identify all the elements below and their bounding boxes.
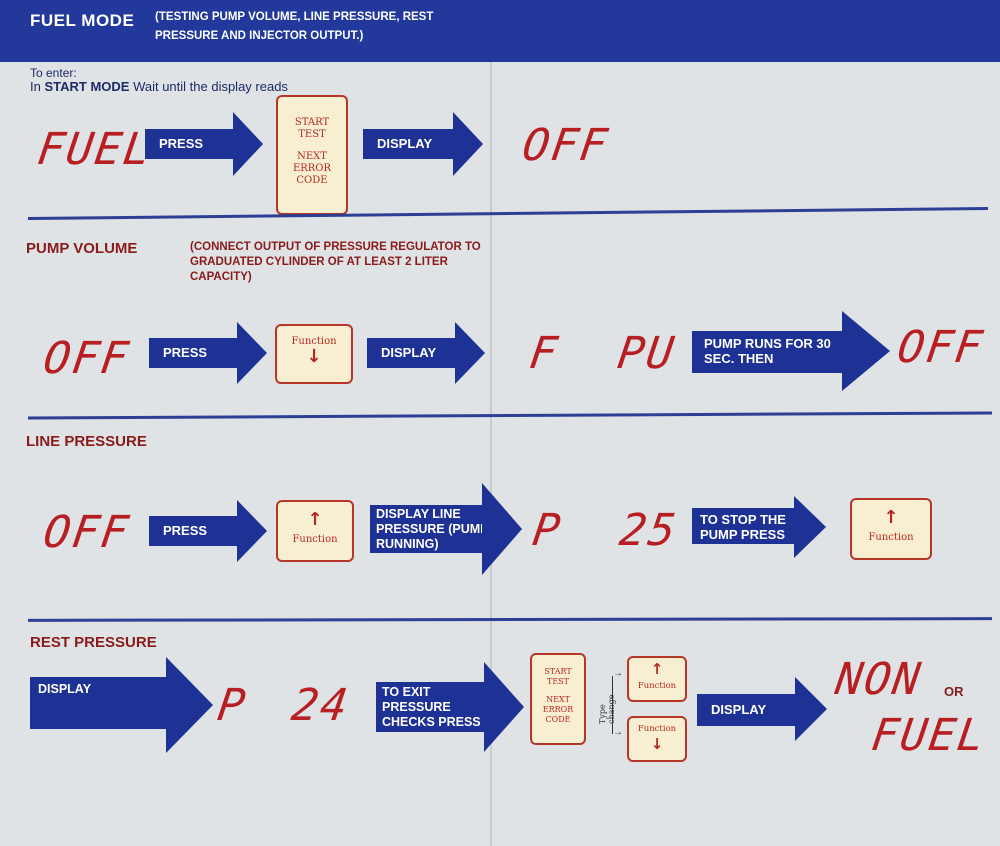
display-label: DISPLAY (363, 129, 455, 159)
press-label: PRESS (149, 338, 239, 368)
display-off: OFF (40, 333, 134, 384)
arrow-up-icon: ↑ (650, 660, 664, 678)
display-fuel: FUEL (34, 124, 156, 175)
type-change-bracket (612, 676, 613, 734)
readout-pu: PU (614, 328, 679, 379)
display-fuel-end: FUEL (868, 710, 990, 761)
rest-pressure-title: REST PRESSURE (30, 634, 157, 651)
readout-25: 25 (616, 505, 681, 556)
display-arrow-3: DISPLAY (697, 677, 827, 741)
function-up-key-3[interactable]: ↑ Function (627, 656, 687, 702)
arrow-right-icon: → (613, 727, 623, 738)
pump-volume-note: (CONNECT OUTPUT OF PRESSURE REGULATOR TO… (190, 241, 481, 283)
readout-f: F (526, 328, 563, 379)
fold-crease (490, 0, 492, 846)
display-off: OFF (40, 507, 134, 558)
type-change-label: Type change (598, 694, 616, 724)
readout-24: 24 (288, 680, 353, 731)
press-label: PRESS (149, 516, 239, 546)
display-line-pressure-arrow: DISPLAY LINE PRESSURE (PUMP RUNNING) (370, 483, 522, 575)
stop-pump-arrow: TO STOP THE PUMP PRESS (692, 496, 826, 558)
arrow-up-icon: ↑ (307, 509, 323, 530)
display-label: DISPLAY (367, 338, 457, 368)
page-subtitle: (TESTING PUMP VOLUME, LINE PRESSURE, RES… (155, 11, 434, 42)
display-non: NON (832, 654, 926, 705)
exit-pressure-label: TO EXIT PRESSURE CHECKS PRESS (376, 682, 488, 732)
press-arrow-1: PRESS (145, 112, 263, 176)
pump-runs-label: PUMP RUNS FOR 30 SEC. THEN (692, 331, 844, 373)
or-label: OR (944, 684, 964, 699)
display-arrow-2: DISPLAY (367, 322, 485, 384)
enter-instruction: In START MODE Wait until the display rea… (30, 79, 288, 94)
display-off-end: OFF (894, 322, 988, 373)
line-pressure-title: LINE PRESSURE (26, 433, 147, 450)
arrow-down-icon: ↓ (306, 346, 322, 367)
display-line-pressure-label: DISPLAY LINE PRESSURE (PUMP RUNNING) (370, 505, 498, 553)
exit-pressure-arrow: TO EXIT PRESSURE CHECKS PRESS (376, 662, 524, 752)
display-off: OFF (519, 120, 613, 171)
start-test-next-error-code-key[interactable]: START TEST NEXT ERROR CODE (276, 95, 348, 215)
press-arrow-2: PRESS (149, 322, 267, 384)
display-rest-pressure-label: DISPLAY (30, 677, 170, 729)
divider (28, 206, 988, 221)
start-test-next-error-code-key-2[interactable]: START TEST NEXT ERROR CODE (530, 653, 586, 745)
arrow-down-icon: ↓ (650, 735, 664, 753)
press-arrow-3: PRESS (149, 500, 267, 562)
divider (27, 411, 993, 420)
readout-p: P (214, 680, 251, 731)
enter-prefix: In (30, 79, 45, 94)
header-banner: FUEL MODE (TESTING PUMP VOLUME, LINE PRE… (0, 0, 1000, 62)
display-rest-pressure-arrow: DISPLAY (30, 657, 213, 753)
function-up-key-2[interactable]: ↑ Function (850, 498, 932, 560)
display-label: DISPLAY (697, 694, 797, 726)
divider (27, 617, 993, 622)
arrow-up-icon: ↑ (883, 507, 899, 528)
function-up-key[interactable]: ↑ Function (276, 500, 354, 562)
start-mode-text: START MODE (44, 79, 130, 94)
function-down-key-2[interactable]: Function ↓ (627, 716, 687, 762)
press-label: PRESS (145, 129, 235, 159)
pump-volume-title: PUMP VOLUME (26, 240, 138, 257)
display-arrow-1: DISPLAY (363, 112, 483, 176)
arrow-right-icon: → (613, 668, 623, 679)
enter-label: To enter: (30, 66, 77, 80)
readout-p: P (529, 505, 566, 556)
pump-runs-arrow: PUMP RUNS FOR 30 SEC. THEN (692, 311, 892, 391)
function-down-key[interactable]: Function ↓ (275, 324, 353, 384)
stop-pump-label: TO STOP THE PUMP PRESS (692, 508, 796, 544)
enter-suffix: Wait until the display reads (129, 79, 288, 94)
page-title: FUEL MODE (30, 11, 135, 30)
